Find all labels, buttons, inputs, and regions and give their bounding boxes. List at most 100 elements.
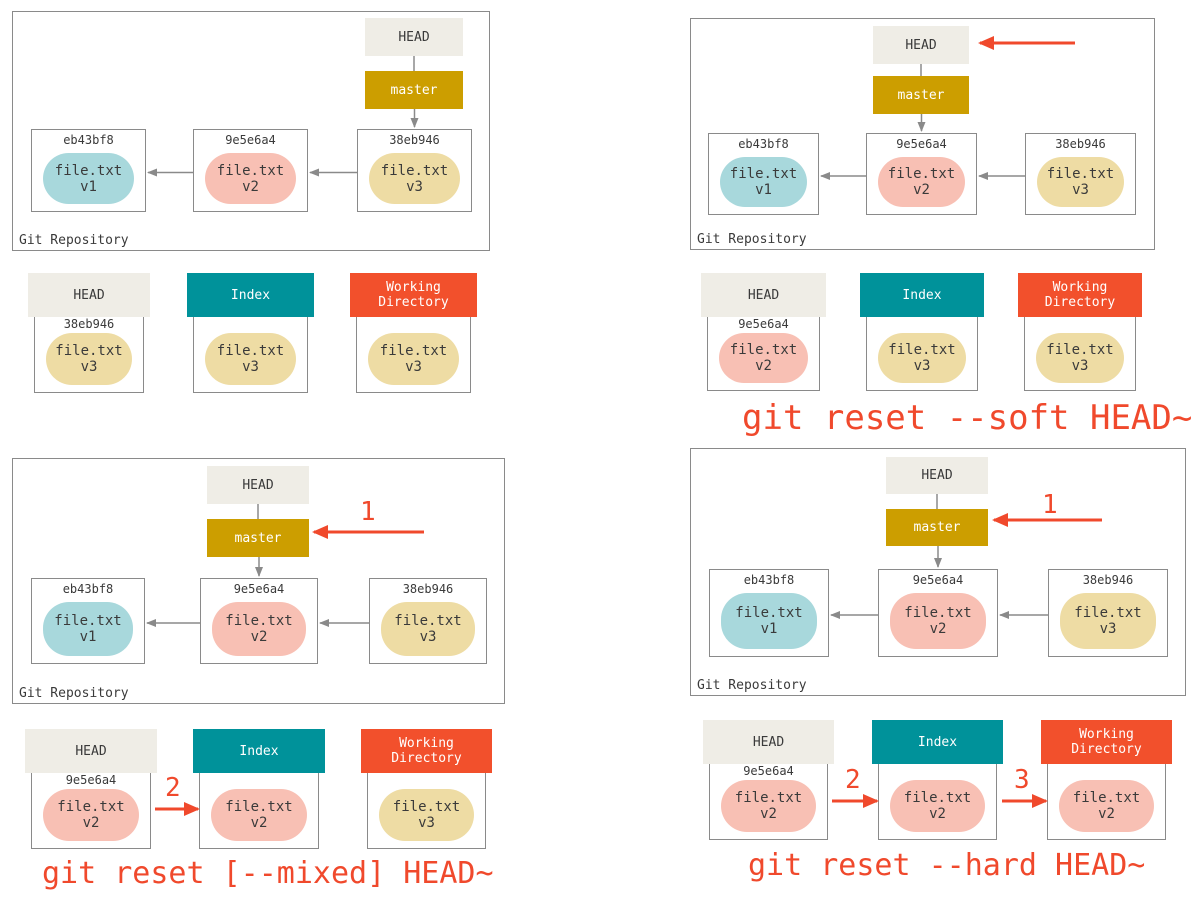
step-number-2: 2	[165, 773, 181, 803]
area-head-sha: 38eb946	[63, 317, 115, 331]
blob-version: v2	[82, 815, 100, 831]
area-working-directory-tag-text: Working	[399, 736, 454, 751]
blob-filename: file.txt	[54, 162, 123, 179]
blob-version: v1	[80, 178, 97, 195]
head-ref-tag-text: HEAD	[921, 468, 953, 483]
commit-sha: 38eb946	[389, 133, 440, 147]
master-branch-tag-text: master	[390, 82, 438, 98]
area-head-tag-text: HEAD	[752, 734, 785, 750]
area-index-tag: Index	[860, 273, 984, 317]
area-head-tag: HEAD	[25, 729, 157, 773]
blob-version: v1	[755, 182, 772, 198]
git-repository-frame: Git Repository	[12, 11, 490, 251]
commit-sha: 9e5e6a4	[225, 133, 276, 147]
blob-filename: file.txt	[887, 166, 956, 182]
area-head-sha: 9e5e6a4	[738, 317, 789, 331]
blob-filename: file.txt	[392, 799, 461, 815]
head-ref-tag: HEAD	[886, 457, 988, 494]
blob-filename: file.txt	[1072, 790, 1141, 806]
area-index-tag: Index	[872, 720, 1003, 764]
area-index-tag: Index	[187, 273, 314, 317]
reset-command-caption: git reset --soft HEAD~	[742, 398, 1193, 438]
blob-filename: file.txt	[380, 162, 449, 179]
blob-filename: file.txt	[734, 790, 803, 806]
master-branch-tag: master	[873, 76, 969, 114]
blob-filename: file.txt	[216, 162, 285, 179]
blob-version: v3	[80, 359, 98, 375]
blob-version: v2	[755, 358, 772, 374]
master-branch-tag-text: master	[897, 87, 945, 103]
head-ref-tag: HEAD	[207, 466, 309, 504]
area-head-tag: HEAD	[703, 720, 834, 764]
blob-version: v2	[1098, 806, 1115, 822]
blob-filename: file.txt	[216, 343, 285, 359]
blob-filename: file.txt	[1046, 166, 1115, 182]
area-index-tag: Index	[193, 729, 325, 773]
commit-sha: eb43bf8	[743, 573, 795, 587]
blob-version: v2	[913, 182, 930, 198]
area-working-directory-tag-text: Directory	[1044, 295, 1116, 310]
blob-version: v2	[929, 806, 946, 822]
area-head-sha: 9e5e6a4	[65, 773, 117, 787]
master-branch-tag-text: master	[234, 530, 282, 546]
area-working-directory-tag-text: Working	[386, 280, 441, 295]
blob-filename: file.txt	[1046, 342, 1114, 358]
commit-sha: eb43bf8	[63, 133, 114, 147]
area-head-tag-text: HEAD	[73, 287, 105, 303]
commit-sha: 9e5e6a4	[233, 582, 285, 596]
commit-sha: eb43bf8	[62, 582, 114, 596]
blob-version: v3	[405, 359, 422, 375]
blob-filename: file.txt	[57, 799, 125, 815]
area-working-directory-tag-text: Directory	[1071, 742, 1142, 757]
blob-version: v3	[242, 359, 259, 375]
blob-filename: file.txt	[55, 343, 123, 359]
blob-filename: file.txt	[1074, 605, 1142, 621]
head-ref-tag: HEAD	[365, 18, 463, 56]
master-branch-tag: master	[886, 509, 988, 546]
master-branch-tag: master	[365, 71, 463, 109]
blob-version: v3	[1099, 621, 1117, 637]
head-ref-tag-text: HEAD	[905, 37, 937, 53]
blob-filename: file.txt	[379, 343, 448, 359]
git-repository-label: Git Repository	[19, 233, 129, 248]
area-index-tag-text: Index	[917, 734, 958, 750]
area-working-directory-tag-text: Directory	[391, 751, 462, 766]
reset-command-caption: git reset --hard HEAD~	[748, 848, 1146, 883]
blob-filename: file.txt	[394, 613, 462, 629]
area-index-tag-text: Index	[239, 743, 279, 759]
area-index-tag-text: Index	[902, 287, 942, 303]
git-repository-frame: Git Repository	[690, 18, 1155, 250]
master-branch-tag: master	[207, 519, 309, 557]
head-ref-tag-text: HEAD	[398, 29, 430, 45]
commit-sha: 9e5e6a4	[912, 573, 964, 587]
blob-version: v2	[242, 178, 259, 195]
blob-version: v3	[419, 629, 437, 645]
area-head-tag-text: HEAD	[75, 743, 107, 759]
blob-version: v3	[1072, 182, 1089, 198]
blob-filename: file.txt	[225, 613, 293, 629]
blob-filename: file.txt	[903, 790, 972, 806]
blob-version: v2	[760, 806, 777, 822]
